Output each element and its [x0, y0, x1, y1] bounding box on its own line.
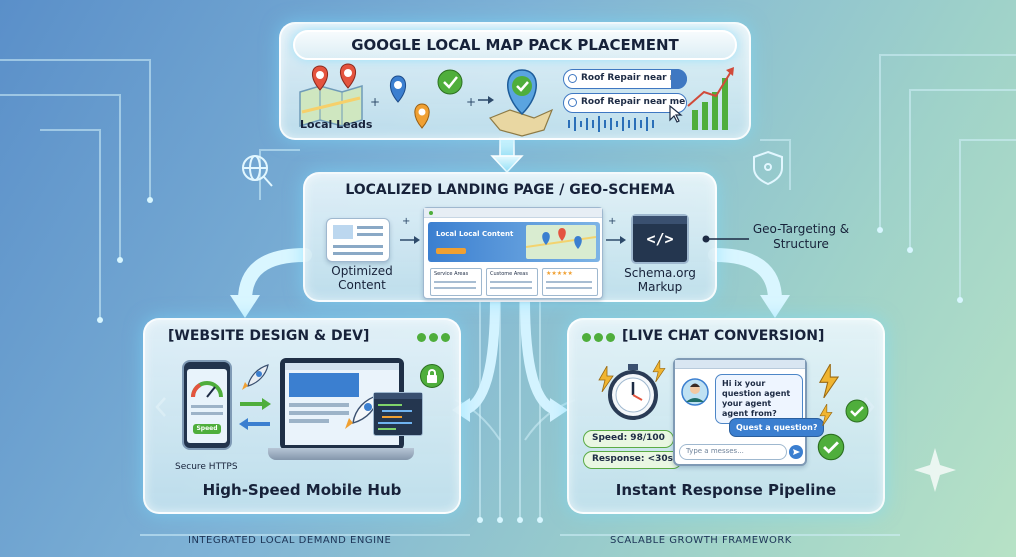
response-stat-badge: Response: <30s: [583, 451, 683, 469]
speed-stat-badge: Speed: 98/100: [583, 430, 674, 448]
map-check-pin-icon: [489, 69, 554, 137]
speedometer-icon: [191, 381, 223, 398]
right-panel-caption: Instant Response Pipeline: [615, 481, 837, 499]
arrow-curve-right: [708, 248, 782, 307]
svg-text:+: +: [370, 95, 380, 109]
chat-message-user: Quest a question?: [729, 418, 825, 437]
lightning-icon-4: [819, 404, 833, 426]
map-pin-red-icon-2: [340, 63, 356, 89]
code-window-icon: [373, 392, 423, 436]
laptop-icon: [268, 358, 414, 462]
footer-right-label: SCALABLE GROWTH FRAMEWORK: [610, 535, 792, 546]
optimized-content-label: Optimized Content: [331, 264, 393, 292]
arrow-curve-left: [238, 248, 312, 307]
left-panel-caption: High-Speed Mobile Hub: [202, 481, 402, 499]
service-areas-label: Service Areas: [434, 271, 469, 277]
growth-chart-icon: [687, 67, 734, 130]
rocket-icon: [242, 364, 269, 390]
search-bar-1-text: Roof Repair near me: [581, 73, 686, 83]
lightning-icon-2: [652, 360, 666, 382]
check-circle-icon: [845, 399, 869, 423]
geo-targeting-label: Geo-Targeting & Structure: [752, 222, 850, 251]
lightning-icon: [598, 366, 614, 392]
code-icon: </>: [631, 214, 689, 264]
svg-text:+: +: [402, 216, 410, 227]
connector-geo: [702, 235, 749, 243]
chat-window: Hi ix your question agent your agent age…: [673, 358, 825, 466]
check-circle-icon: [437, 69, 463, 95]
top-panel-graphics: + +: [299, 63, 734, 137]
svg-text:+: +: [608, 216, 616, 227]
arrow-to-right-panel: [520, 299, 558, 415]
lock-icon: [420, 364, 444, 388]
globe-icon: [242, 155, 273, 187]
speed-badge: Speed: [193, 424, 221, 434]
right-window-dots: [582, 333, 618, 343]
footer-left-label: INTEGRATED LOCAL DEMAND ENGINE: [188, 535, 392, 546]
landing-page-mockup: Local Local Content Service Areas Custom…: [423, 207, 603, 299]
right-panel-title: [LIVE CHAT CONVERSION]: [622, 328, 825, 344]
schema-markup-label: Schema.org Markup: [624, 266, 696, 294]
left-panel-title: [WEBSITE DESIGN & DEV]: [168, 328, 370, 344]
shield-icon: [753, 150, 783, 186]
send-icon[interactable]: [789, 445, 803, 459]
arrow-down-top: [490, 137, 524, 174]
agent-avatar: [681, 378, 709, 406]
map-icon: [299, 84, 363, 128]
search-icon: [568, 74, 577, 83]
sync-arrows-icon: [239, 398, 271, 430]
stopwatch-icon: [608, 364, 658, 420]
svg-text:+: +: [466, 95, 476, 109]
page-banner: Local Local Content: [428, 222, 600, 262]
cursor-icon: [669, 104, 683, 123]
rating-card: ★★★★★: [542, 268, 598, 296]
page-banner-text: Local Local Content: [436, 230, 514, 238]
customer-areas-card: Custome Areas: [486, 268, 538, 296]
map-pin-red-icon: [312, 65, 328, 91]
search-bar-2-text: Roof Repair near me: [581, 97, 686, 107]
logo-dot: [429, 211, 433, 215]
lightning-icon-3: [818, 364, 840, 398]
search-bar-1: Roof Repair near me: [563, 69, 687, 89]
check-circle-icon-2: [817, 433, 845, 461]
mini-map: [526, 225, 596, 259]
middle-arrows: + +: [400, 216, 626, 244]
window-dots: [417, 333, 453, 343]
customer-areas-label: Custome Areas: [490, 271, 528, 277]
secure-https-label: Secure HTTPS: [175, 462, 238, 472]
arrow-to-left-panel: [462, 299, 500, 415]
map-pin-orange-icon: [414, 103, 430, 129]
top-panel-title: GOOGLE LOCAL MAP PACK PLACEMENT: [293, 30, 737, 60]
sparkle-icon: [914, 448, 956, 492]
star-rating-icon: ★★★★★: [546, 270, 573, 277]
local-leads-label: Local Leads: [300, 118, 373, 131]
search-icon: [568, 98, 577, 107]
phone-icon: Speed: [182, 360, 232, 450]
map-pin-blue-icon: [390, 75, 406, 103]
optimized-content-icon: [326, 218, 390, 262]
search-button-icon: [671, 69, 687, 89]
service-areas-card: Service Areas: [430, 268, 482, 296]
middle-panel-title: LOCALIZED LANDING PAGE / GEO-SCHEMA: [345, 182, 675, 198]
chat-message-agent: Hi ix your question agent your agent age…: [715, 374, 803, 424]
search-bar-2: Roof Repair near me: [563, 93, 687, 113]
signal-bars: [568, 116, 654, 132]
chat-input[interactable]: Type a messes...: [679, 444, 787, 460]
